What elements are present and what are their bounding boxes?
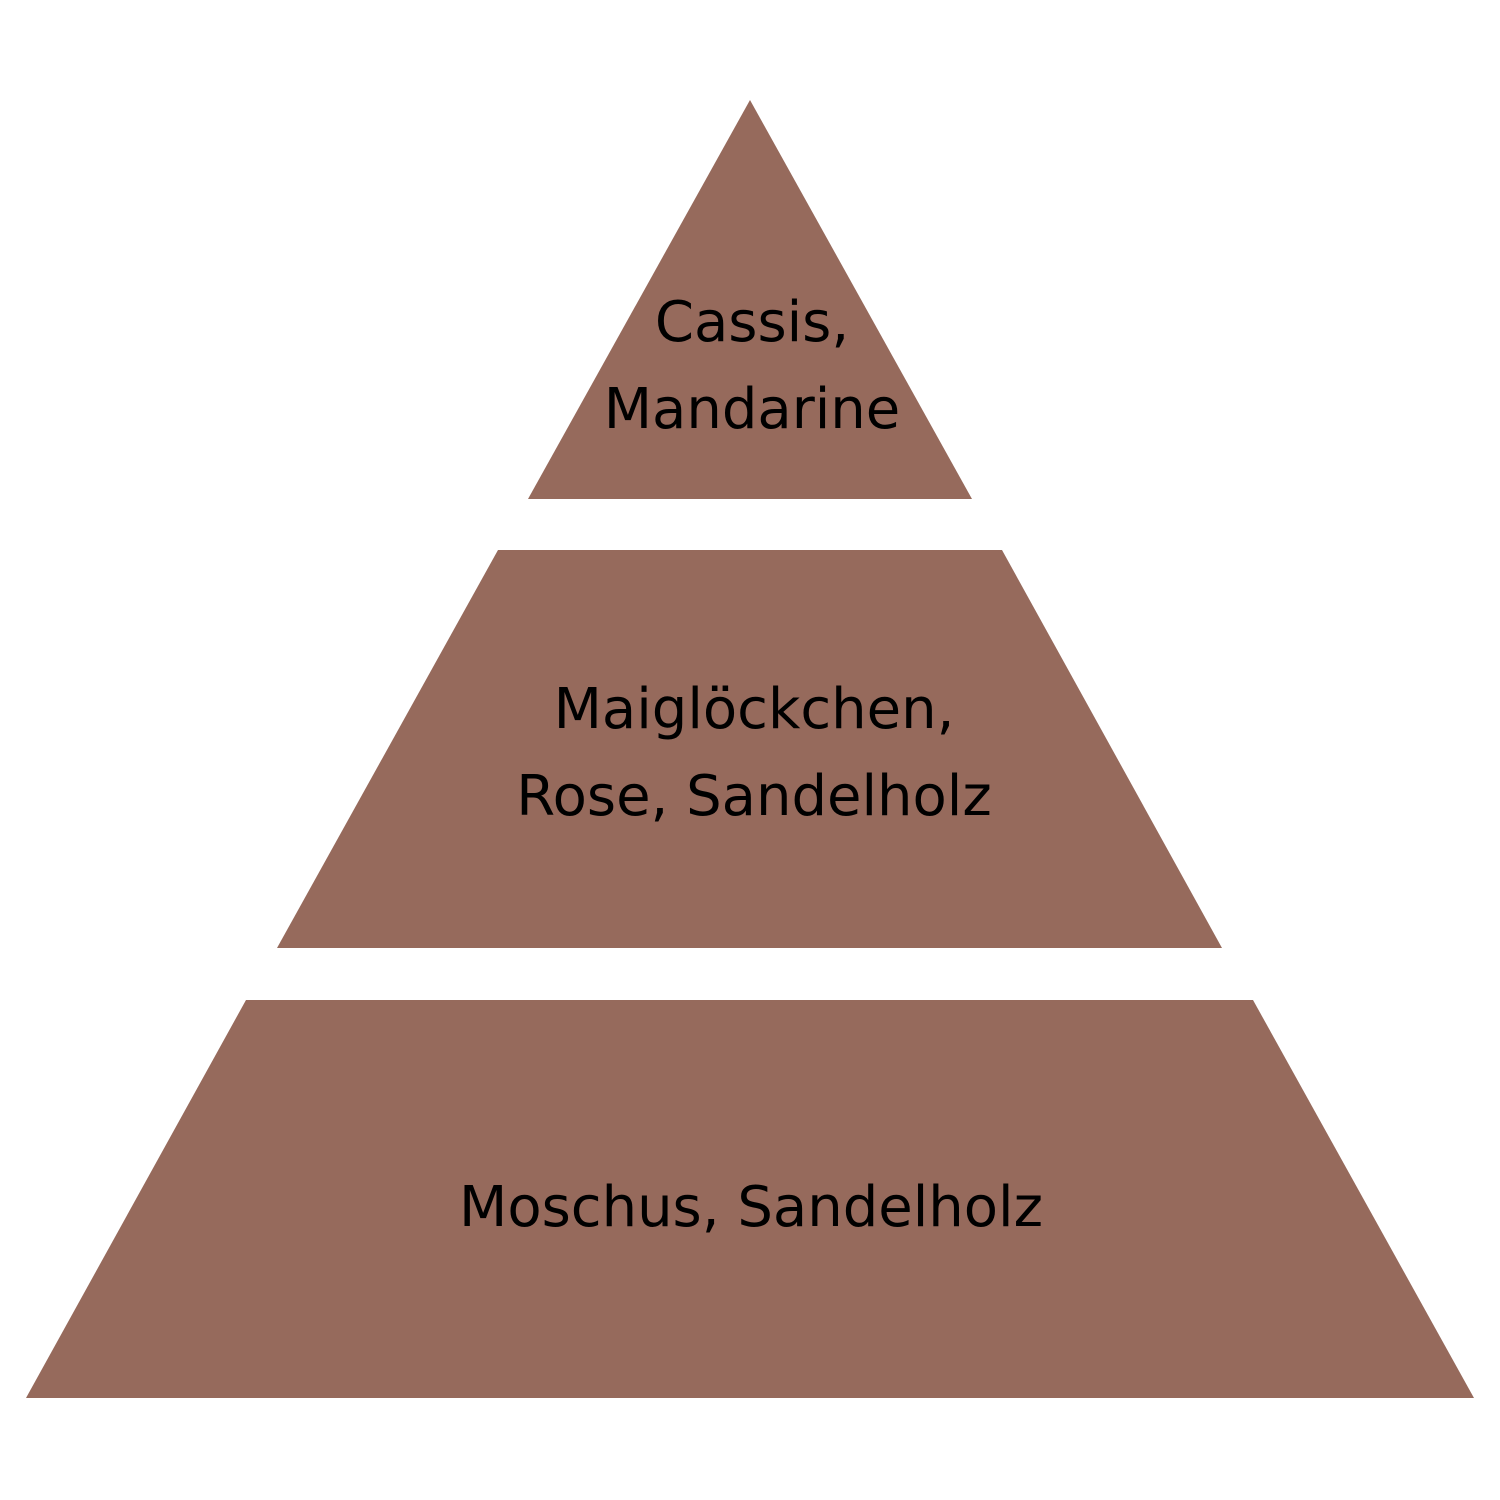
tier-middle-label-line-1: Maiglöckchen, [554,677,955,742]
tier-top-label-line-1: Cassis, [655,290,849,355]
tier-top-label-line-2: Mandarine [604,377,901,442]
tier-bottom: Moschus, Sandelholz [26,1000,1474,1398]
tier-middle-label-line-2: Rose, Sandelholz [516,764,992,829]
tier-top: Cassis, Mandarine [528,100,972,499]
tier-middle-shape [277,550,1222,948]
tier-top-shape [528,100,972,499]
tier-middle: Maiglöckchen, Rose, Sandelholz [277,550,1222,948]
tier-bottom-label-line-1: Moschus, Sandelholz [459,1175,1043,1240]
tier-bottom-shape [26,1000,1474,1398]
